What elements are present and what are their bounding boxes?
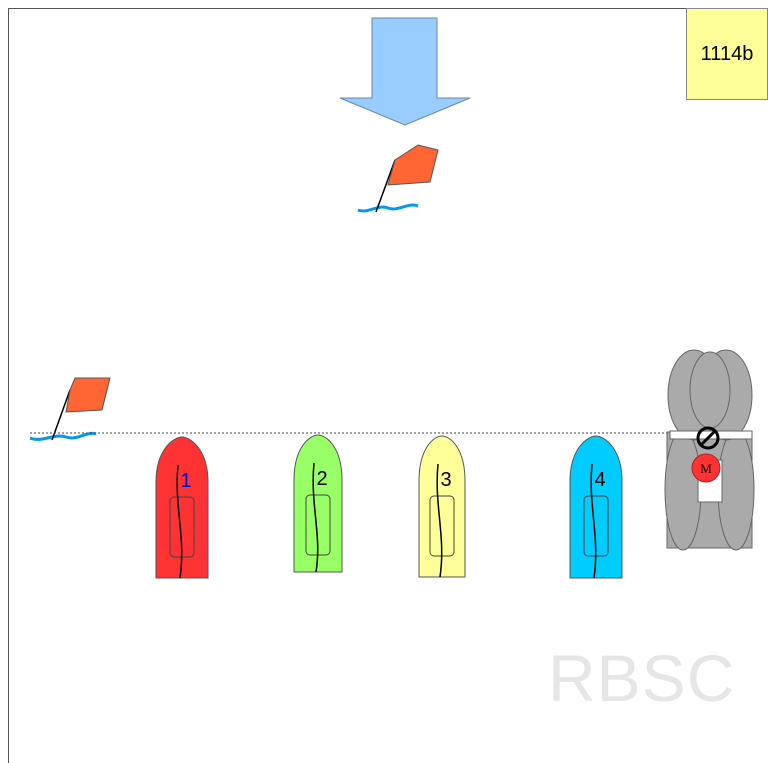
boat-1: 1 [156,437,208,578]
water-wave-icon [358,205,418,211]
committee-mark-label: M [700,461,712,476]
wind-arrow [340,18,470,125]
flag-icon [388,145,438,185]
watermark: RBSC [548,640,735,716]
flag-icon [66,378,110,412]
pin-end-mark [30,378,110,440]
boat-label: 3 [440,469,451,491]
water-wave-icon [30,433,96,439]
boat-3: 3 [419,436,465,577]
diagram-code: 1114b [701,43,754,66]
boat-2: 2 [294,435,342,572]
windward-mark [358,145,438,212]
committee-boat: M [665,350,754,550]
boat-label: 1 [180,470,191,492]
diagram-code-box: 1114b [686,8,768,100]
boat-4: 4 [570,436,622,578]
boat-label: 2 [316,468,327,490]
boat-label: 4 [594,469,605,491]
